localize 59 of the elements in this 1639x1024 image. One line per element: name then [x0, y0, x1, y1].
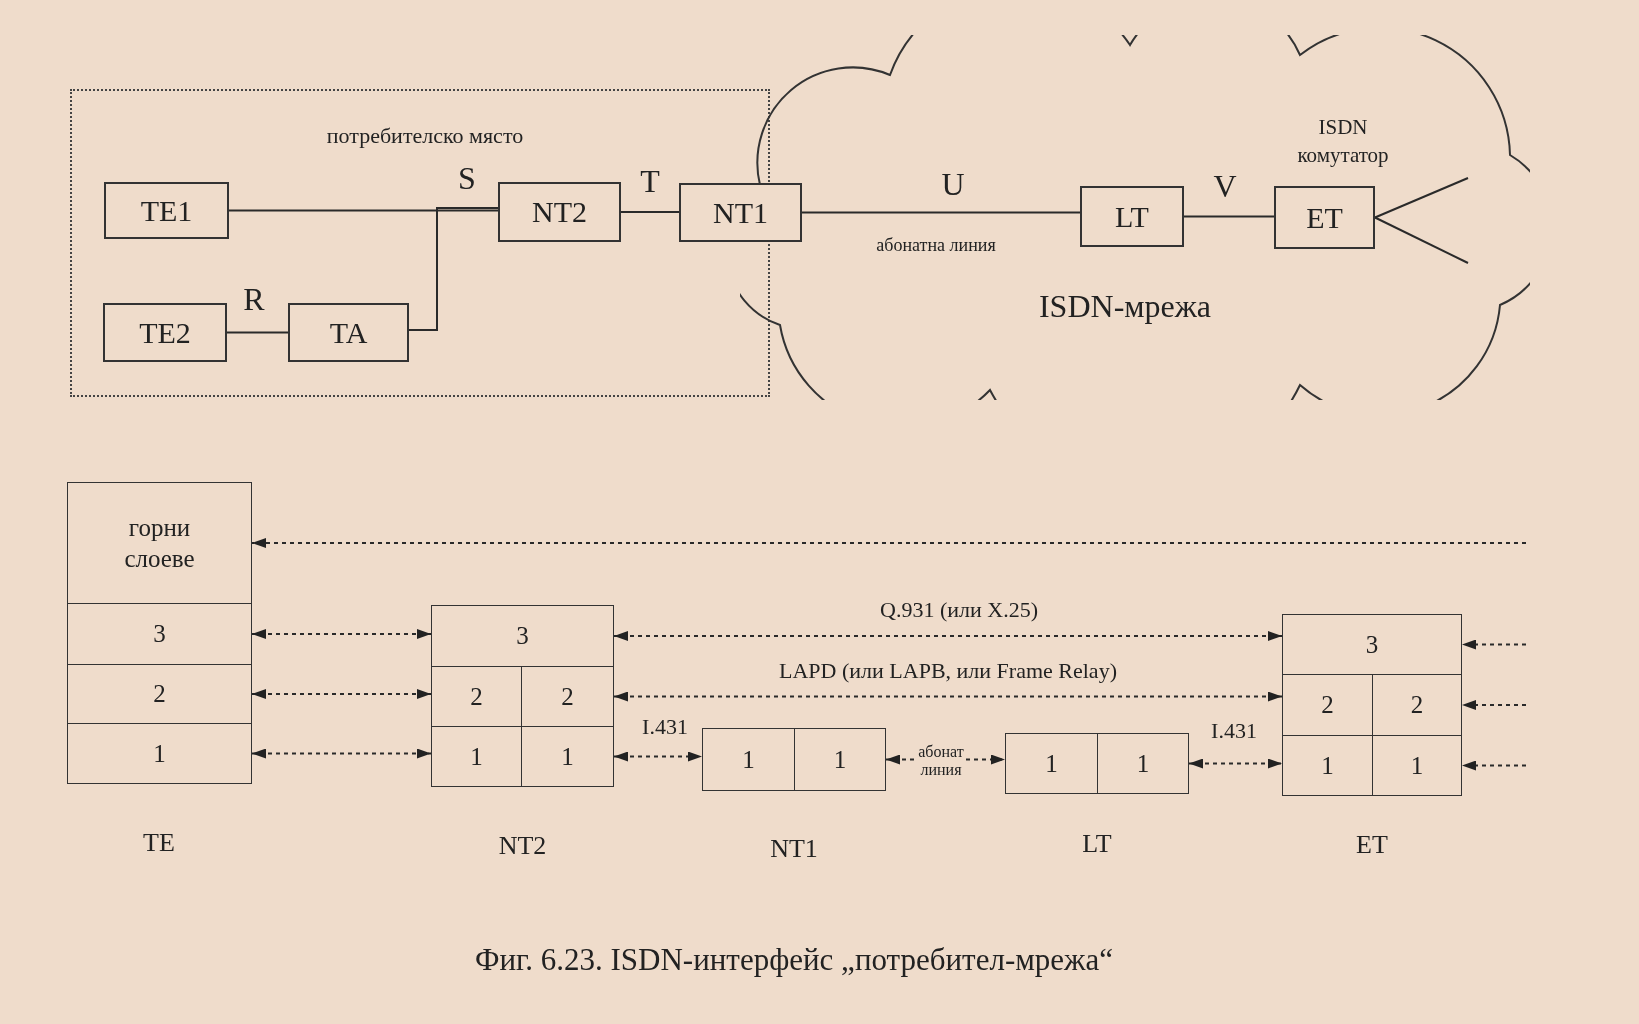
figure-caption: Фиг. 6.23. ISDN-интерфейс „потребител-мрежа“ [475, 942, 1113, 978]
layer-cell: 3 [1282, 614, 1462, 675]
edge-label: U [941, 165, 965, 203]
device-box: TE1 [104, 182, 229, 239]
dashed-arrow [613, 751, 703, 762]
layer-cell: 1 [521, 726, 614, 787]
dashed-arrow [251, 629, 432, 639]
dashed-arrow [1461, 700, 1527, 710]
connection-line [228, 209, 499, 212]
line-note: абонатна линия [876, 234, 996, 256]
connection-line [1183, 215, 1275, 218]
stack-name: NT2 [498, 831, 547, 861]
network-label: ISDN-мрежа [1038, 287, 1212, 325]
device-box: ET [1274, 186, 1375, 249]
dashed-arrow [613, 691, 1283, 702]
layer-cell: 1 [1282, 735, 1373, 796]
connection-line [1374, 177, 1469, 219]
layer-cell: 1 [1097, 733, 1189, 794]
edge-label: T [640, 162, 660, 200]
device-box: TA [288, 303, 409, 362]
connection-line [1374, 216, 1469, 264]
layer-cell: 3 [431, 605, 614, 667]
layer-cell: 1 [794, 728, 886, 791]
area-label: потребителско място [326, 123, 524, 149]
connection-line [801, 211, 1081, 214]
layer-cell: 1 [431, 726, 522, 787]
layer-cell: 1 [702, 728, 795, 791]
edge-label: S [458, 159, 476, 197]
layer-cell: 3 [67, 603, 252, 665]
layer-cell: 1 [67, 723, 252, 784]
dashed-arrow [251, 748, 432, 759]
device-box: TE2 [103, 303, 227, 362]
edge-label: V [1213, 167, 1237, 205]
layer-cell: 1 [1372, 735, 1462, 796]
device-box: NT1 [679, 183, 802, 242]
connection-line [620, 211, 680, 213]
edge-label: I.431 [1211, 718, 1257, 744]
dashed-arrow [1188, 758, 1283, 769]
stack-name: LT [1082, 829, 1112, 859]
node-caption: ISDN комутатор [1297, 113, 1389, 169]
dashed-arrow [1461, 760, 1527, 771]
dashed-arrow [613, 631, 1283, 641]
edge-label: LAPD (или LAPB, или Frame Relay) [779, 658, 1117, 684]
dashed-arrow [251, 689, 432, 699]
edge-label: I.431 [642, 714, 688, 740]
stack-name: NT1 [770, 834, 818, 864]
stack-name: ET [1356, 830, 1388, 860]
dashed-arrow [251, 538, 1527, 548]
edge-label: Q.931 (или X.25) [880, 597, 1038, 623]
layer-cell: горни слоеве [67, 482, 252, 604]
device-box: NT2 [498, 182, 621, 242]
device-box: LT [1080, 186, 1184, 247]
layer-cell: 1 [1005, 733, 1098, 794]
connection-line [226, 331, 289, 334]
layer-cell: 2 [67, 664, 252, 724]
dashed-arrow [1461, 639, 1527, 650]
connection-line [408, 207, 499, 331]
stack-name: TE [143, 828, 175, 858]
edge-label: R [243, 280, 265, 318]
